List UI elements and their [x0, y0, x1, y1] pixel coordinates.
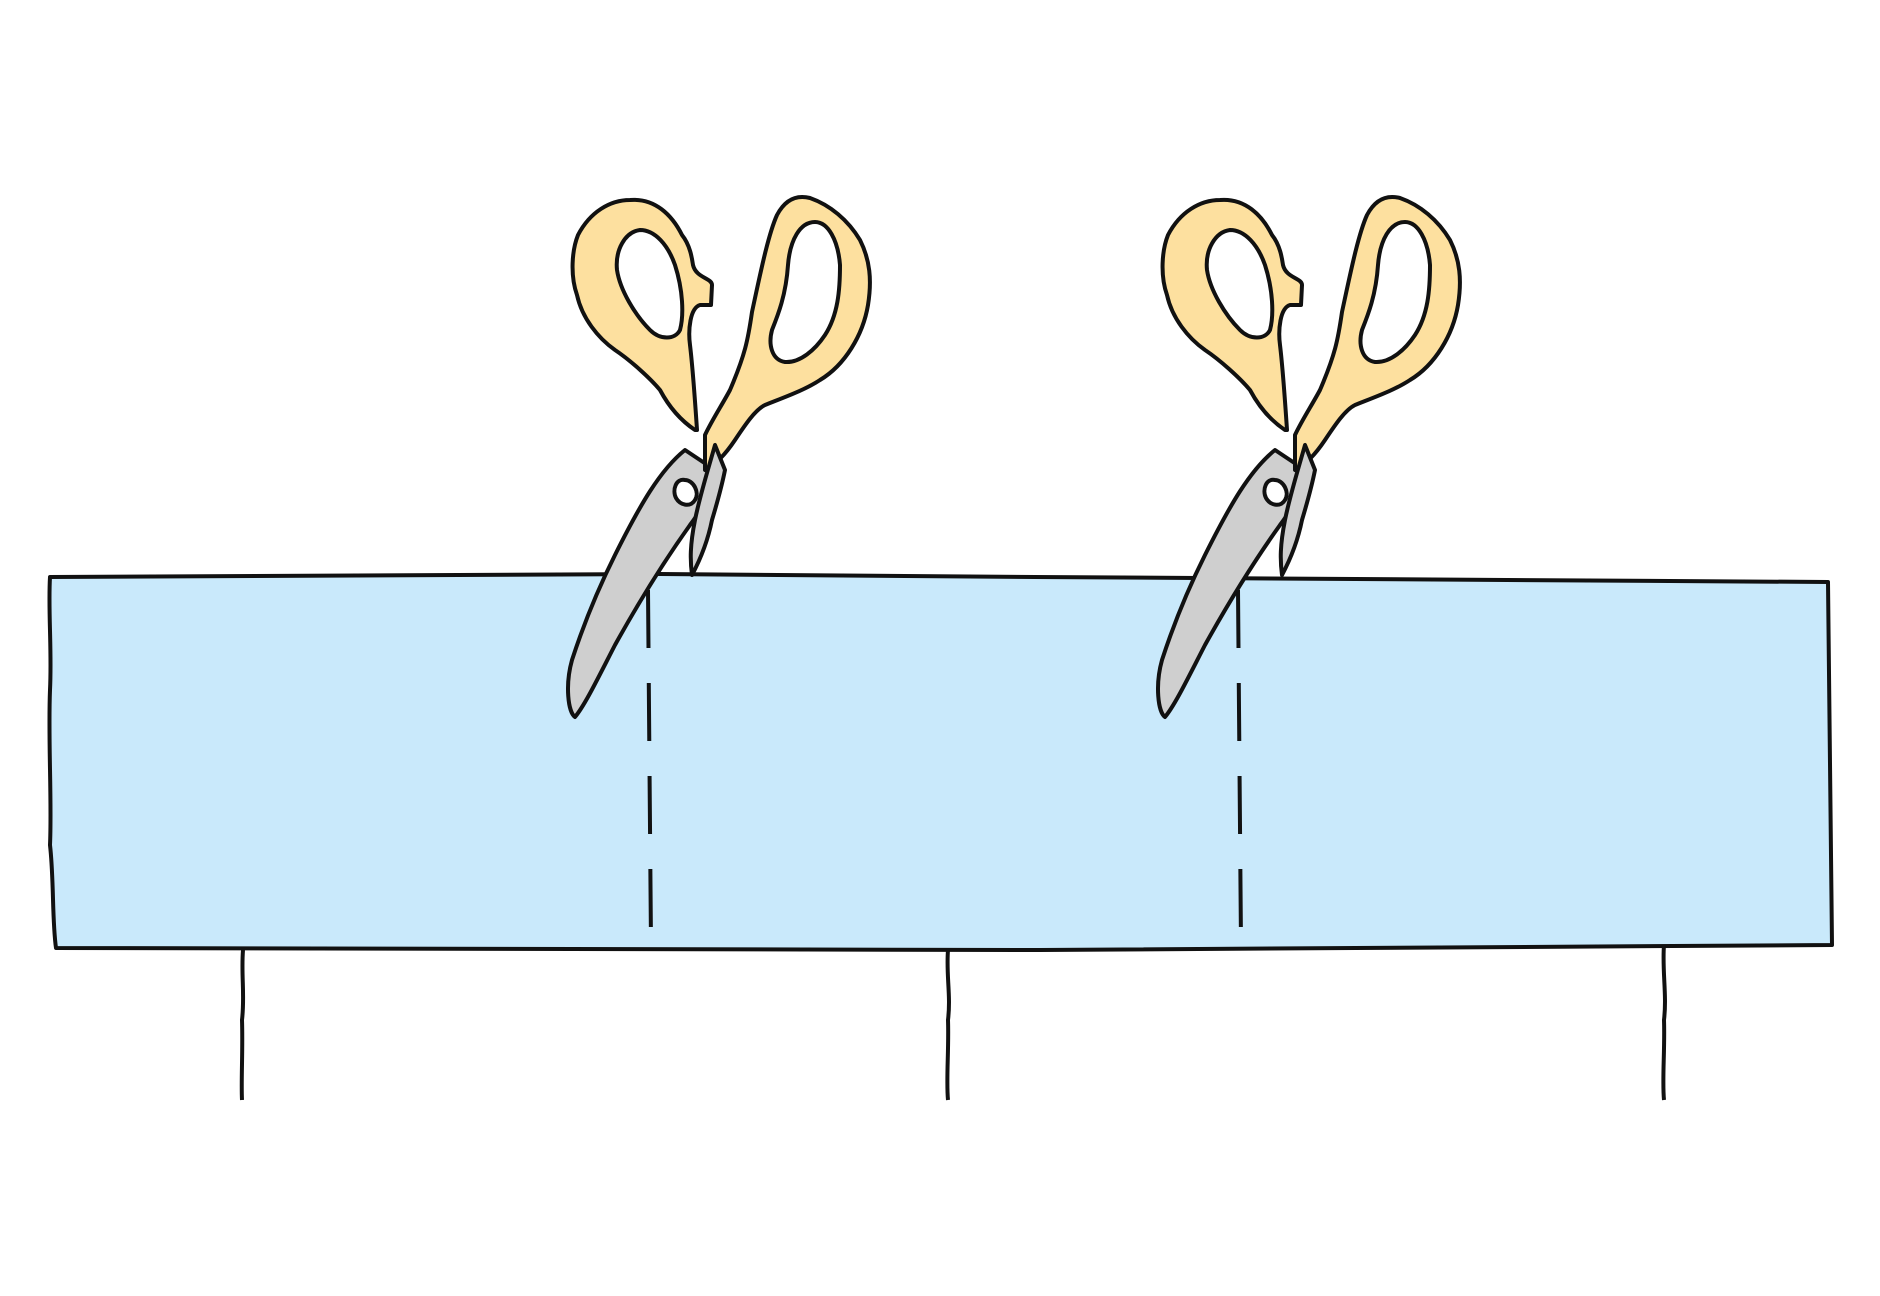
- segment-tick-left: [239, 949, 246, 1101]
- cut-line-1: [646, 589, 653, 946]
- segment-tick-right: [1661, 944, 1667, 1101]
- paper-strip: [47, 572, 1834, 952]
- segment-tick-middle: [945, 949, 951, 1101]
- cut-line-2: [1236, 589, 1243, 946]
